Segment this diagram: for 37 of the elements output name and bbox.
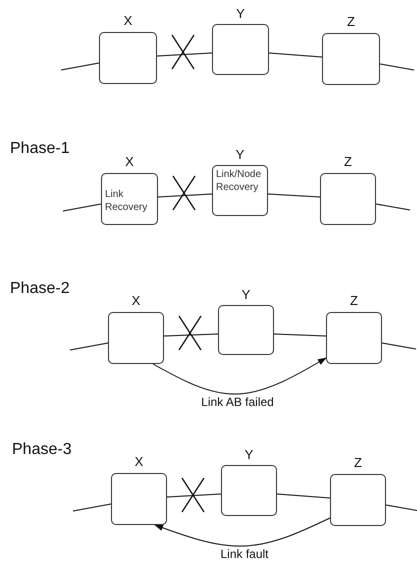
link-line <box>166 494 222 498</box>
node-label: Y <box>242 287 250 302</box>
link-line <box>70 342 108 350</box>
link-line <box>268 52 322 58</box>
phase-label: Phase-2 <box>10 280 70 298</box>
node-label: X <box>124 13 132 28</box>
node-label: X <box>125 154 134 169</box>
phase-label: Phase-3 <box>12 441 72 459</box>
node-text: Link/Node Recovery <box>216 168 262 194</box>
node-label: Y <box>236 6 245 21</box>
node-label: Z <box>350 293 358 308</box>
link-line <box>164 334 218 336</box>
link-line <box>274 334 326 336</box>
node-label: X <box>132 293 140 308</box>
link-line <box>382 342 416 350</box>
edge-label: Link AB failed <box>199 395 276 409</box>
link-line <box>60 62 100 70</box>
curved-arrow <box>154 518 330 547</box>
link-line <box>156 52 212 56</box>
node-label: Z <box>344 154 352 169</box>
curved-arrow <box>152 358 327 394</box>
node-label: Z <box>354 455 362 470</box>
link-line <box>268 194 320 198</box>
node-label: Z <box>347 14 355 29</box>
edge-label: Link fault <box>218 547 271 561</box>
link-line <box>62 204 102 212</box>
node-label: X <box>134 454 144 469</box>
link-line <box>386 504 417 512</box>
link-line <box>276 494 330 498</box>
link-line <box>158 194 212 198</box>
link-line <box>72 504 112 512</box>
link-line <box>376 204 410 210</box>
node-label: Y <box>244 447 254 462</box>
node-text: Link Recovery <box>105 188 148 214</box>
link-line <box>380 64 414 70</box>
node-label: Y <box>236 147 244 162</box>
phase-label: Phase-1 <box>10 140 70 158</box>
